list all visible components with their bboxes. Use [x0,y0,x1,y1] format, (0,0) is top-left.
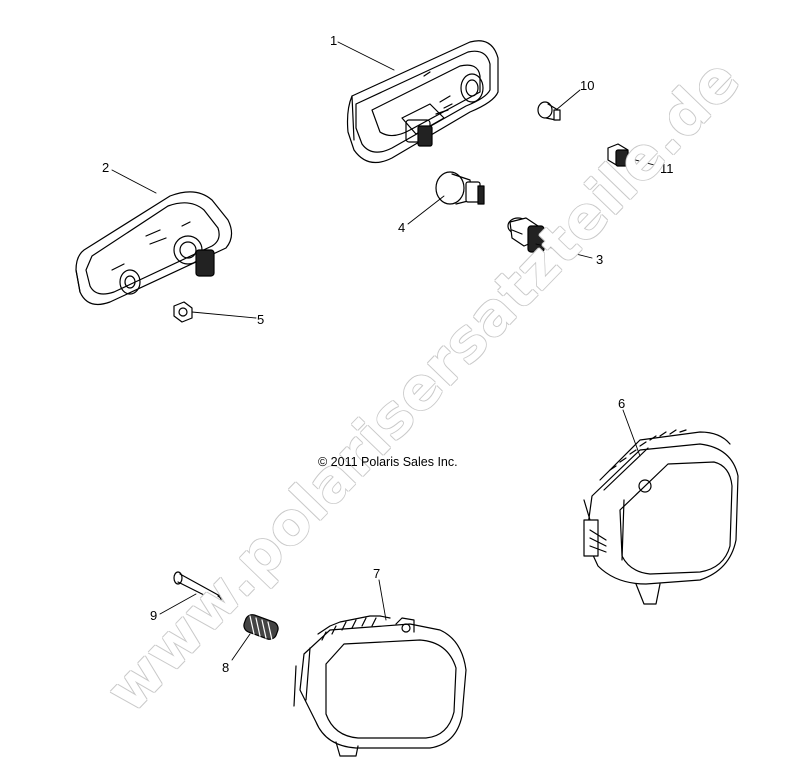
callout-6: 6 [618,396,625,411]
callout-5: 5 [257,312,264,327]
callout-9: 9 [150,608,157,623]
mini-bulb [538,102,560,120]
callout-3: 3 [596,252,603,267]
callout-7: 7 [373,566,380,581]
callout-11: 11 [660,161,674,176]
callout-10: 10 [580,78,594,93]
headlight-right [584,430,738,604]
tail-bulb [436,172,484,204]
bulb-socket [508,218,544,252]
hex-nut [174,302,192,322]
callout-2: 2 [102,160,109,175]
mini-socket [608,144,628,166]
callout-8: 8 [222,660,229,675]
callout-4: 4 [398,220,405,235]
tail-light-left [76,192,232,305]
headlight-lower [294,616,466,756]
adjuster-bolt [174,572,221,602]
leader-lines [111,41,659,661]
copyright-notice: © 2011 Polaris Sales Inc. [318,455,458,469]
callout-labels: 1 2 3 4 5 6 7 8 9 10 11 [102,33,674,675]
callout-1: 1 [330,33,337,48]
tail-light-right [348,41,499,163]
adjuster-spring [242,613,280,642]
